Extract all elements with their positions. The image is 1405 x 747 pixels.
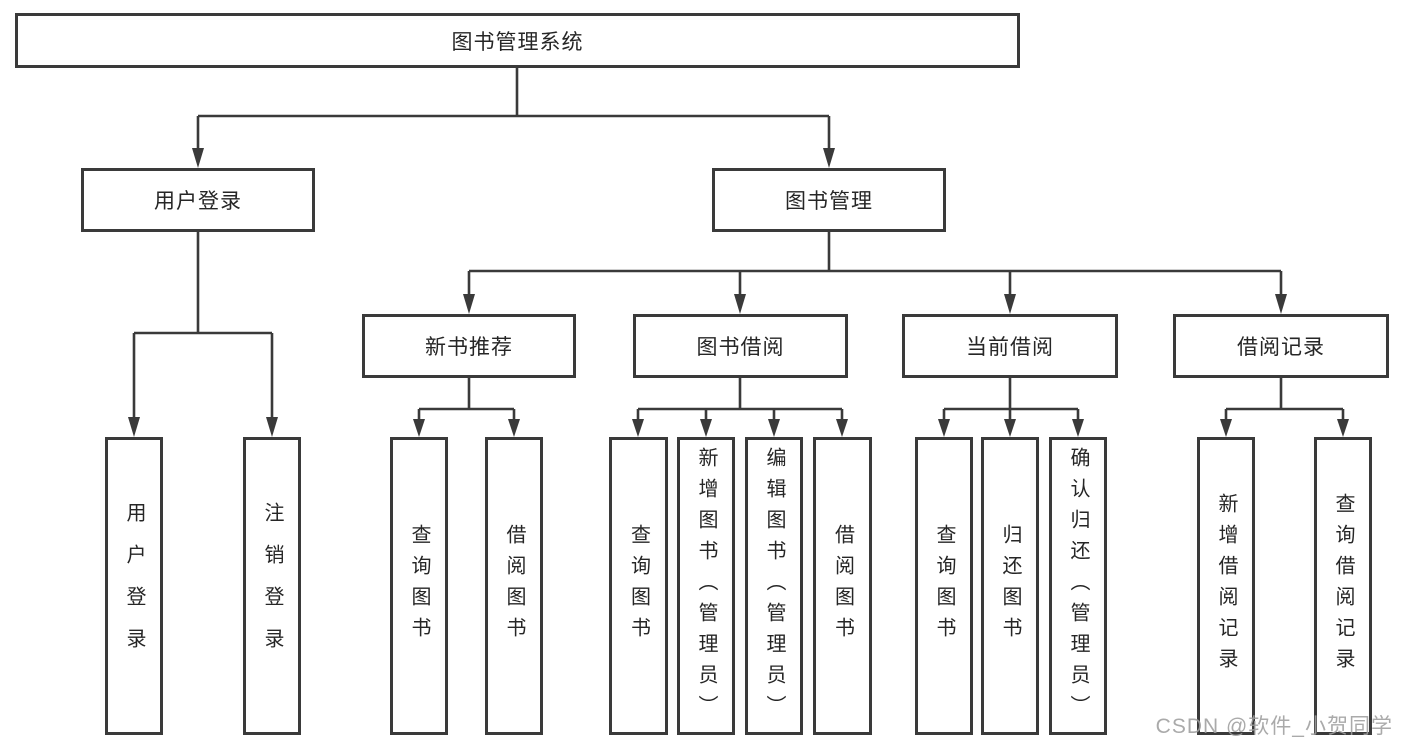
node-book-management: 图书管理 [712, 168, 946, 232]
leaf-edit-books-admin: 编辑图书（管理员） [745, 437, 803, 735]
node-label: 用户登录 [154, 190, 242, 213]
node-label: 借阅记录 [1237, 336, 1325, 359]
node-label: 图书管理系统 [451, 30, 584, 54]
node-label: 新增借阅记录 [1215, 493, 1237, 679]
node-label: 图书管理 [785, 190, 873, 213]
node-label: 确认归还（管理员） [1067, 446, 1089, 726]
node-label: 编辑图书（管理员） [763, 446, 785, 726]
node-label: 借阅图书 [503, 524, 525, 648]
node-label: 注销登录 [261, 502, 283, 670]
node-current-borrow: 当前借阅 [902, 314, 1118, 378]
leaf-confirm-return-admin: 确认归还（管理员） [1049, 437, 1107, 735]
leaf-borrow-books: 借阅图书 [813, 437, 872, 735]
csdn-watermark: CSDN @软件_小贺同学 [1155, 715, 1393, 738]
node-label: 查询图书 [408, 524, 430, 648]
node-label: 当前借阅 [966, 336, 1054, 359]
leaf-add-books-admin: 新增图书（管理员） [677, 437, 735, 735]
leaf-return-books: 归还图书 [981, 437, 1039, 735]
node-book-borrow: 图书借阅 [633, 314, 848, 378]
leaf-query-books-borrow: 查询图书 [609, 437, 668, 735]
leaf-query-books-current: 查询图书 [915, 437, 973, 735]
node-user-login: 用户登录 [81, 168, 315, 232]
leaf-add-borrow-record: 新增借阅记录 [1197, 437, 1255, 735]
node-label: 借阅图书 [831, 524, 854, 648]
node-library-management-system: 图书管理系统 [15, 13, 1020, 68]
node-label: 用户登录 [123, 502, 145, 670]
leaf-user-login: 用户登录 [105, 437, 163, 735]
node-label: 图书借阅 [696, 336, 785, 359]
node-label: 新书推荐 [425, 336, 513, 359]
leaf-borrow-books-recommend: 借阅图书 [485, 437, 543, 735]
leaf-query-borrow-record: 查询借阅记录 [1314, 437, 1372, 735]
node-new-book-recommend: 新书推荐 [362, 314, 576, 378]
node-label: 归还图书 [999, 524, 1021, 648]
node-borrow-record: 借阅记录 [1173, 314, 1389, 378]
node-label: 查询图书 [627, 524, 650, 648]
node-label: 查询借阅记录 [1332, 493, 1354, 679]
leaf-query-books-recommend: 查询图书 [390, 437, 448, 735]
leaf-logout: 注销登录 [243, 437, 301, 735]
node-label: 查询图书 [933, 524, 955, 648]
node-label: 新增图书（管理员） [695, 446, 717, 726]
